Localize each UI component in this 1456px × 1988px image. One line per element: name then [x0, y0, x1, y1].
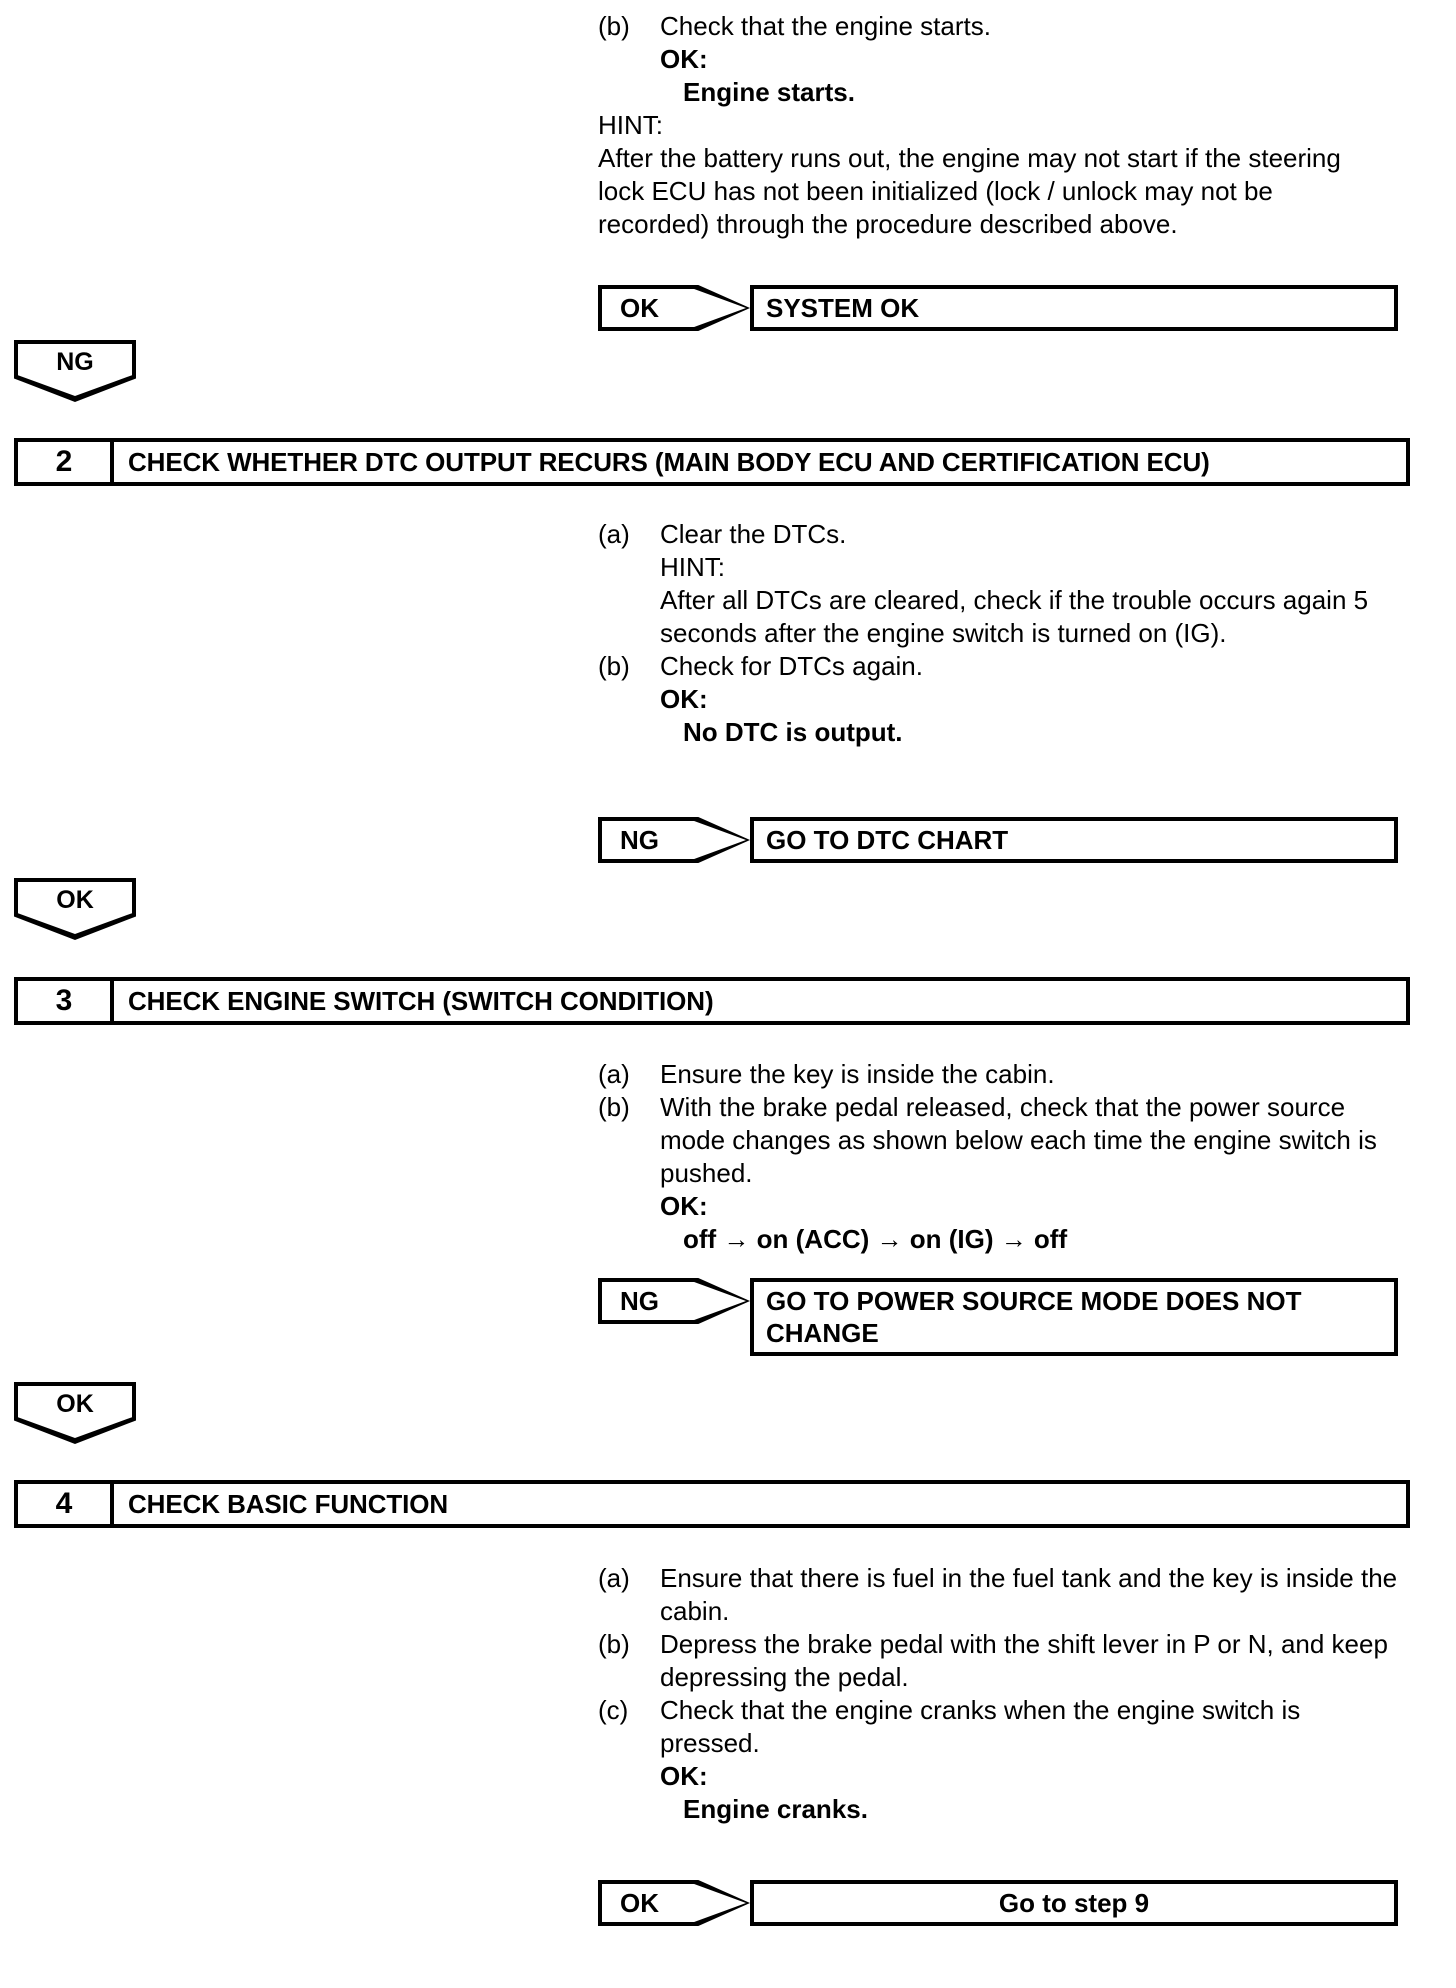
step2-result-row: NG GO TO DTC CHART — [598, 817, 1398, 863]
judgement-label: OK — [620, 292, 659, 323]
step-number: 3 — [18, 981, 114, 1021]
continue-flag-label: NG — [56, 348, 94, 376]
continue-flag-label: OK — [56, 886, 94, 914]
step-title: CHECK BASIC FUNCTION — [128, 1488, 449, 1519]
hint-text: After the battery runs out, the engine m… — [598, 143, 1341, 239]
result-action-label: Go to step 9 — [998, 1888, 1150, 1918]
ok-label: OK: — [660, 1191, 708, 1221]
ok-condition: No DTC is output. — [683, 717, 903, 747]
result-action-label: GO TO POWER SOURCE MODE DOES NOT CHANGE — [766, 1286, 1302, 1348]
step-letter: (b) — [598, 11, 630, 41]
ok-label: OK: — [660, 684, 708, 714]
judgement-label: NG — [620, 1285, 659, 1316]
list-item: (a) Ensure that there is fuel in the fue… — [598, 1562, 1398, 1628]
judgement-label: OK — [620, 1887, 659, 1918]
hint-text: After all DTCs are cleared, check if the… — [660, 585, 1369, 648]
judgement-tag-ok: OK — [598, 285, 750, 331]
step-letter: (a) — [598, 1059, 630, 1089]
result-action-box[interactable]: GO TO POWER SOURCE MODE DOES NOT CHANGE — [750, 1278, 1398, 1356]
judgement-tag-ok: OK — [598, 1880, 750, 1926]
result-action-box[interactable]: GO TO DTC CHART — [750, 817, 1398, 863]
ok-label: OK: — [660, 44, 708, 74]
step-letter: (b) — [598, 1092, 630, 1122]
step3-body: (a) Ensure the key is inside the cabin. … — [598, 1058, 1398, 1256]
step-text: With the brake pedal released, check tha… — [660, 1092, 1377, 1188]
result-action-box[interactable]: SYSTEM OK — [750, 285, 1398, 331]
step-text: Check for DTCs again. — [660, 651, 923, 681]
ok-condition: Engine cranks. — [683, 1794, 868, 1824]
continue-flag-label: OK — [56, 1390, 94, 1418]
judgement-tag-ng: NG — [598, 1278, 750, 1324]
continue-flag-ok: OK — [14, 1382, 136, 1444]
step-letter: (b) — [598, 1629, 630, 1659]
step-title: CHECK WHETHER DTC OUTPUT RECURS (MAIN BO… — [128, 446, 1210, 477]
list-item: (b) Check for DTCs again. — [598, 650, 1398, 683]
step-header-3: 3 CHECK ENGINE SWITCH (SWITCH CONDITION) — [14, 977, 1410, 1025]
step-header-2: 2 CHECK WHETHER DTC OUTPUT RECURS (MAIN … — [14, 438, 1410, 486]
step-letter: (a) — [598, 1563, 630, 1593]
step-letter: (b) — [598, 651, 630, 681]
step-text: Ensure the key is inside the cabin. — [660, 1059, 1055, 1089]
judgement-tag-ng: NG — [598, 817, 750, 863]
step2-body: (a) Clear the DTCs. HINT: After all DTCs… — [598, 518, 1398, 749]
judgement-label: NG — [620, 824, 659, 855]
step-text: Ensure that there is fuel in the fuel ta… — [660, 1563, 1398, 1626]
hint-label: HINT: — [660, 552, 725, 582]
continue-flag-ng: NG — [14, 340, 136, 402]
step4-body: (a) Ensure that there is fuel in the fue… — [598, 1562, 1398, 1826]
result-action-label: GO TO DTC CHART — [766, 825, 1009, 855]
step-text: Depress the brake pedal with the shift l… — [660, 1629, 1388, 1692]
ok-label: OK: — [660, 1761, 708, 1791]
step-text: Check that the engine starts. — [660, 11, 991, 41]
step-number: 4 — [18, 1484, 114, 1524]
hint-label: HINT: — [598, 110, 663, 140]
step-text: Check that the engine cranks when the en… — [660, 1695, 1301, 1758]
step-text: Clear the DTCs. — [660, 519, 847, 549]
step-number: 2 — [18, 442, 114, 482]
step1-result-row: OK SYSTEM OK — [598, 285, 1398, 331]
step4-result-row: OK Go to step 9 — [598, 1880, 1398, 1926]
ok-condition: off → on (ACC) → on (IG) → off — [683, 1224, 1068, 1254]
list-item: (a) Clear the DTCs. — [598, 518, 1398, 551]
result-action-label: SYSTEM OK — [766, 293, 920, 323]
step1-body: (b) Check that the engine starts. OK: En… — [598, 10, 1398, 241]
ok-condition: Engine starts. — [683, 77, 855, 107]
step-letter: (a) — [598, 519, 630, 549]
list-item: (b) Depress the brake pedal with the shi… — [598, 1628, 1398, 1694]
list-item: (c) Check that the engine cranks when th… — [598, 1694, 1398, 1760]
step-title: CHECK ENGINE SWITCH (SWITCH CONDITION) — [128, 985, 714, 1016]
step-header-4: 4 CHECK BASIC FUNCTION — [14, 1480, 1410, 1528]
list-item: (b) Check that the engine starts. — [598, 10, 1398, 43]
continue-flag-ok: OK — [14, 878, 136, 940]
step-letter: (c) — [598, 1695, 629, 1725]
list-item: (a) Ensure the key is inside the cabin. — [598, 1058, 1398, 1091]
list-item: (b) With the brake pedal released, check… — [598, 1091, 1398, 1190]
result-action-box[interactable]: Go to step 9 — [750, 1880, 1398, 1926]
step3-result-row: NG GO TO POWER SOURCE MODE DOES NOT CHAN… — [598, 1278, 1398, 1356]
